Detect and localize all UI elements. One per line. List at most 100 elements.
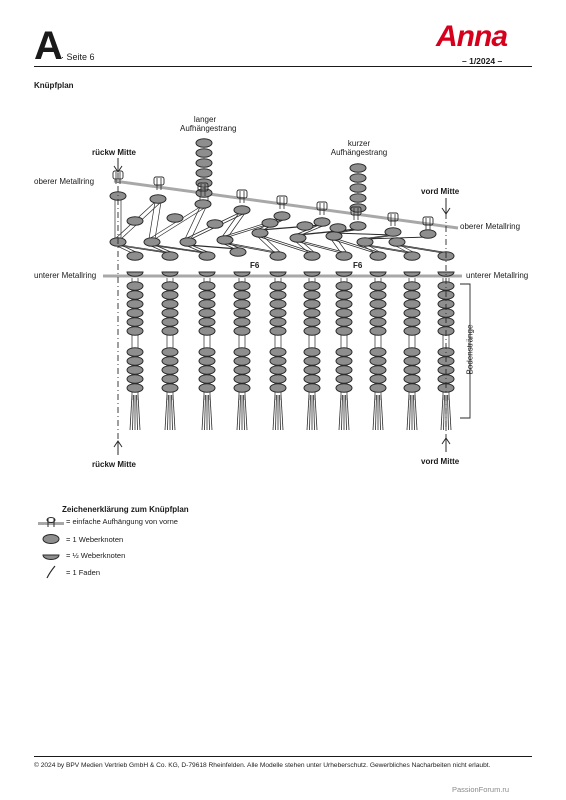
thread	[294, 240, 310, 254]
tassel-thread	[414, 394, 418, 431]
weaver-knot	[335, 299, 353, 309]
weaver-knot	[126, 251, 144, 261]
tassel-thread	[413, 394, 415, 431]
weaver-knot	[369, 356, 387, 366]
tassel-thread	[204, 394, 206, 431]
weaver-knot	[335, 326, 353, 336]
bracket	[460, 283, 471, 419]
weaver-knot	[335, 365, 353, 375]
weaver-knot	[403, 374, 421, 384]
hanging-loop	[387, 212, 399, 222]
thread	[190, 206, 207, 240]
weaver-knot	[198, 383, 216, 393]
weaver-knot	[198, 356, 216, 366]
tassel-thread	[309, 394, 311, 431]
tassel-thread	[239, 394, 241, 431]
lower-ring-left-label: unterer Metallring	[34, 271, 97, 280]
thread	[221, 212, 240, 238]
thread	[148, 201, 156, 240]
weaver-knot	[233, 356, 251, 366]
legend-symbols	[38, 517, 64, 579]
half-weaver-knot	[335, 271, 353, 277]
weaver-knot	[419, 229, 437, 239]
thread	[227, 212, 246, 238]
weaver-knot	[251, 228, 269, 238]
weaver-knot	[349, 163, 367, 173]
brand-logo: Anna	[436, 20, 508, 53]
weaver-knot	[369, 251, 387, 261]
knots	[109, 138, 455, 393]
weaver-knot	[126, 326, 144, 336]
weaver-knot	[349, 173, 367, 183]
weaver-knot	[126, 383, 144, 393]
tassel-thread	[313, 394, 315, 431]
weaver-knot	[403, 299, 421, 309]
weaver-knot	[335, 317, 353, 327]
section-title: Knüpfplan	[34, 81, 74, 90]
weaver-knot	[269, 299, 287, 309]
tassel-thread	[136, 394, 138, 431]
weaver-knot	[233, 308, 251, 318]
weaver-knot	[335, 347, 353, 357]
short-strand-label: kurzer Aufhängestrang	[330, 139, 388, 157]
tassel-thread	[164, 394, 168, 431]
thread	[148, 206, 201, 240]
weaver-knot	[403, 281, 421, 291]
weaver-knot	[161, 356, 179, 366]
weaver-knot	[303, 317, 321, 327]
f6-label: F6	[250, 261, 260, 270]
weaver-knot-icon	[42, 534, 60, 544]
thread	[294, 240, 342, 254]
arrow-icon	[441, 198, 451, 215]
weaver-knot	[289, 233, 307, 243]
weaver-knot	[403, 383, 421, 393]
tassel-thread	[129, 394, 133, 431]
weaver-knot	[161, 365, 179, 375]
tassel-thread	[243, 394, 245, 431]
header-divider	[34, 66, 532, 67]
bottom-strands-label: Bodenstränge	[465, 324, 475, 375]
weaver-knot	[161, 383, 179, 393]
weaver-knot	[229, 247, 247, 257]
weaver-knot	[149, 194, 167, 204]
weaver-knot	[195, 158, 213, 168]
weaver-knot	[126, 281, 144, 291]
weaver-knot	[335, 374, 353, 384]
weaver-knot	[369, 365, 387, 375]
weaver-knot	[335, 383, 353, 393]
weaver-knot	[369, 281, 387, 291]
weaver-knot	[269, 290, 287, 300]
weaver-knot	[161, 251, 179, 261]
weaver-knot	[369, 383, 387, 393]
weaver-knot	[198, 290, 216, 300]
tassel-thread	[272, 394, 276, 431]
thread	[256, 235, 276, 254]
weaver-knot	[126, 290, 144, 300]
watermark: PassionForum.ru	[452, 785, 510, 794]
hanging-loop	[236, 189, 248, 199]
half-weaver-knot	[198, 271, 216, 277]
legend-half-knot-text: = ½ Weberknoten	[66, 551, 126, 560]
weaver-knot	[369, 347, 387, 357]
tassel-thread	[448, 394, 452, 431]
weaver-knot	[369, 308, 387, 318]
weaver-knot	[335, 308, 353, 318]
weaver-knot	[335, 356, 353, 366]
tassel-thread	[443, 394, 445, 431]
front-center-bottom-label: vord Mitte	[421, 457, 460, 466]
weaver-knot	[126, 356, 144, 366]
lower-ring-right-label: unterer Metallring	[466, 271, 529, 280]
weaver-knot	[403, 290, 421, 300]
weaver-knot	[198, 251, 216, 261]
thread	[184, 206, 201, 240]
weaver-knot	[303, 299, 321, 309]
weaver-knot	[303, 281, 321, 291]
tassel-thread	[306, 394, 310, 431]
tassel-thread	[380, 394, 384, 431]
tassel-thread	[409, 394, 411, 431]
weaver-knot	[233, 383, 251, 393]
weaver-knot	[233, 374, 251, 384]
thread	[221, 242, 276, 254]
weaver-knot	[303, 326, 321, 336]
